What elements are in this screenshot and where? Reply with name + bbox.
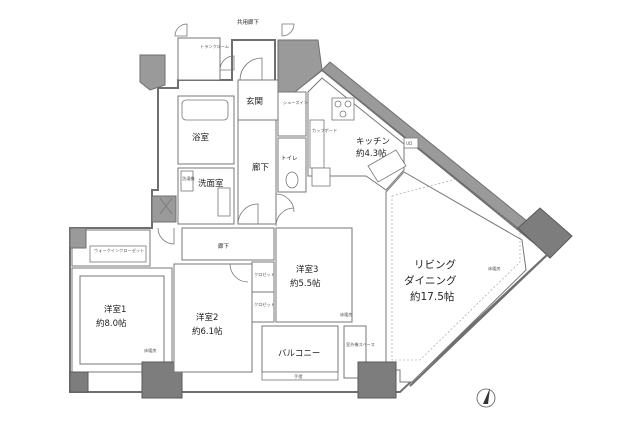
- toilet-icon: [285, 171, 299, 189]
- floor-heating-living: 床暖房: [488, 265, 501, 272]
- bedroom3-label: 洋室3: [296, 264, 318, 275]
- bedroom-1-inner: [79, 275, 165, 365]
- toilet-door-swing: [275, 193, 295, 213]
- ud-unit: [403, 137, 419, 149]
- floor-heating-br3: 床暖房: [340, 311, 353, 318]
- bedroom1-label: 洋室1: [104, 304, 126, 315]
- kitchen-size: 約4.3帖: [356, 148, 387, 159]
- utility-box: [311, 167, 331, 187]
- bedroom-2: [173, 263, 253, 373]
- burner-3: [339, 110, 347, 118]
- pillar-southwest: [69, 371, 89, 393]
- trunk-room-label: トランクルーム: [200, 44, 229, 50]
- common-corridor-label: 共用廊下: [237, 18, 260, 26]
- hallway-lower: [181, 227, 275, 261]
- toilet-room: [277, 137, 307, 193]
- washing-machine-space: [180, 170, 194, 192]
- living-label: リビング: [414, 258, 456, 271]
- closet-a-label: クロゼット: [254, 271, 275, 278]
- bedroom3-size: 約5.5帖: [290, 278, 321, 289]
- entrance-label: 玄関: [246, 96, 263, 107]
- burner-1: [334, 100, 342, 108]
- floor-heating-br1: 床暖房: [144, 347, 157, 354]
- front-door-swing-right: [281, 23, 295, 37]
- front-door-swing-left: [174, 23, 188, 37]
- wash-machine-label: 洗濯機: [182, 175, 195, 182]
- pipe-space-cross: [159, 197, 173, 215]
- balcony: [261, 325, 339, 373]
- cupboard-label: カップボード: [312, 127, 337, 134]
- bedroom2-size: 約6.1帖: [192, 326, 223, 337]
- shoes-in-closet: [277, 91, 307, 137]
- closet-a: [251, 261, 275, 293]
- pillar-south-2: [357, 361, 397, 399]
- exterior-wall-southeast: [409, 253, 549, 387]
- handrail: [261, 371, 339, 381]
- wic-shelf: [89, 245, 147, 263]
- wic-label: ウォークインクローゼット: [94, 247, 144, 254]
- north-arrow-icon: [476, 388, 496, 408]
- hallway-upper: [237, 119, 277, 225]
- washroom-label: 洗面室: [198, 178, 224, 189]
- floor-heating-outline: [391, 177, 521, 361]
- kitchen-label: キッチン: [356, 137, 390, 147]
- structural-wall-topleft: [139, 54, 166, 91]
- vanity-sink: [217, 187, 231, 217]
- hallway-upper-label: 廊下: [252, 162, 270, 173]
- entrance-door-swing: [239, 57, 263, 81]
- living-size: 約17.5帖: [410, 290, 455, 303]
- bath-label: 浴室: [192, 132, 210, 143]
- outdoor-unit-label: 室外機スペース: [346, 341, 375, 348]
- bedroom3-door-swing: [275, 207, 295, 227]
- structural-column-east: [517, 207, 573, 259]
- burner-2: [344, 100, 352, 108]
- trunk-room: [177, 37, 221, 81]
- closet-b-label: クロゼット: [254, 301, 275, 308]
- bathtub-icon: [181, 99, 229, 121]
- wall-block-wic: [69, 227, 87, 249]
- hallway-lower-label: 廊下: [218, 242, 230, 250]
- balcony-label: バルコニー: [278, 349, 320, 359]
- hall-door-left: [157, 227, 175, 245]
- bedroom-3: [275, 227, 353, 323]
- dining-label: ダイニング: [404, 274, 457, 287]
- handrail-label: 手摺: [294, 373, 302, 380]
- closet-b: [251, 291, 275, 323]
- hallway-door-swing: [237, 203, 259, 225]
- ud-label: UD: [406, 141, 412, 146]
- trunk-door: [219, 55, 235, 71]
- bedroom1-size: 約8.0帖: [96, 318, 127, 329]
- bedroom2-label: 洋室2: [196, 312, 218, 323]
- kitchen-island: [367, 149, 407, 183]
- toilet-label: トイレ: [281, 156, 298, 162]
- bedroom2-door-swing: [229, 263, 249, 283]
